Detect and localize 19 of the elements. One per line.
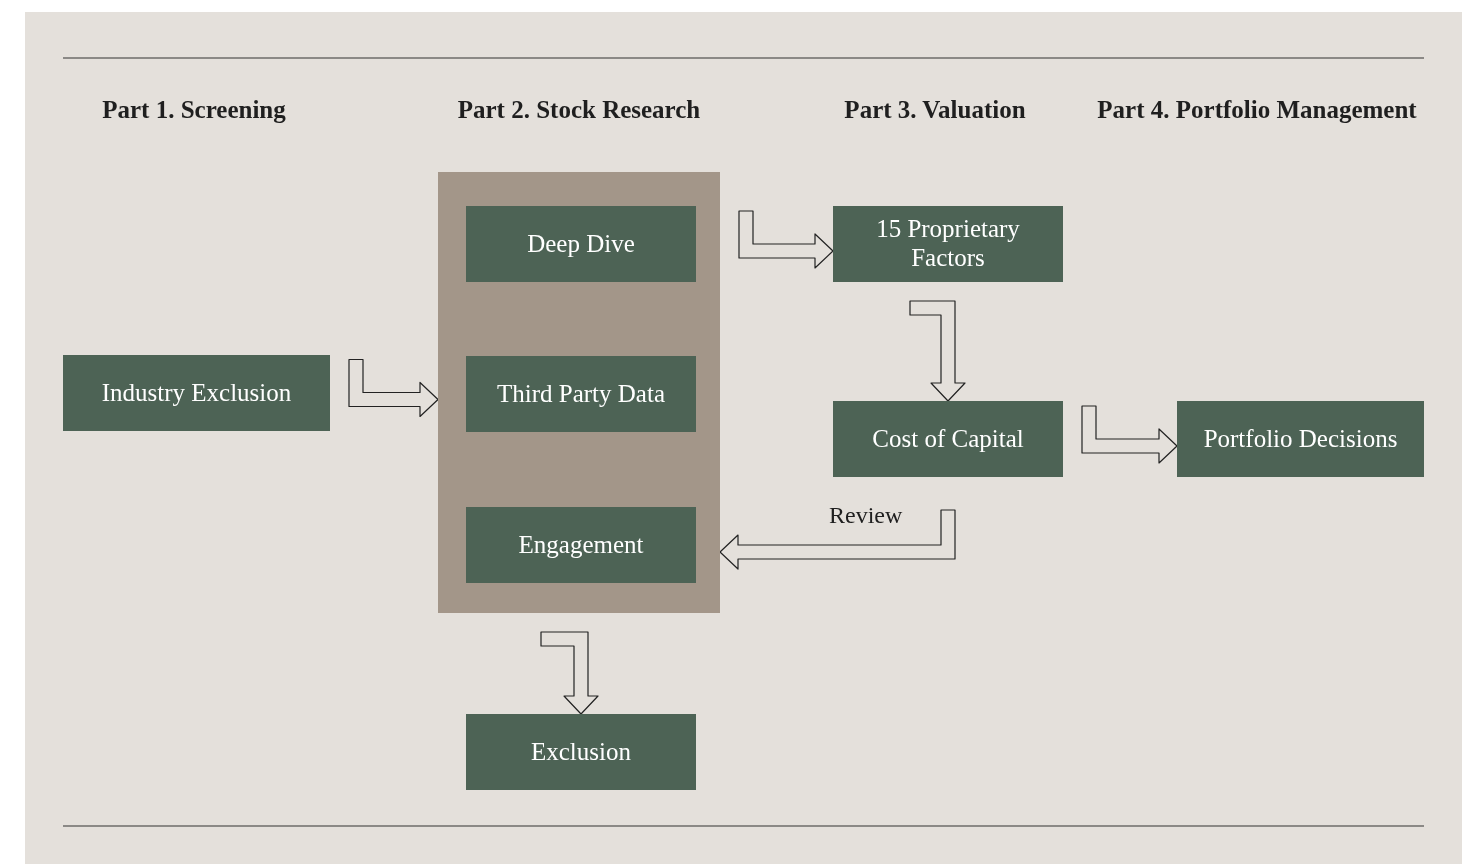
- column-heading: Part 1. Screening: [102, 96, 286, 124]
- hollow-arrow: [348, 358, 439, 418]
- process-box: Third Party Data: [466, 356, 696, 432]
- column-heading: Part 4. Portfolio Management: [1097, 96, 1417, 124]
- column-heading: Part 2. Stock Research: [457, 96, 701, 124]
- process-box: Portfolio Decisions: [1177, 401, 1424, 477]
- process-box: Cost of Capital: [833, 401, 1063, 477]
- stage-panel: [438, 172, 720, 613]
- hollow-arrow: [540, 631, 599, 715]
- process-box: 15 Proprietary Factors: [833, 206, 1063, 282]
- hollow-arrow: [909, 300, 966, 402]
- process-box: Engagement: [466, 507, 696, 583]
- process-box: Industry Exclusion: [63, 355, 330, 431]
- hollow-arrow: [1081, 405, 1178, 464]
- hollow-arrow: [719, 509, 956, 570]
- process-box: Deep Dive: [466, 206, 696, 282]
- process-box: Exclusion: [466, 714, 696, 790]
- hollow-arrow: [738, 210, 834, 269]
- column-heading: Part 3. Valuation: [844, 96, 1026, 124]
